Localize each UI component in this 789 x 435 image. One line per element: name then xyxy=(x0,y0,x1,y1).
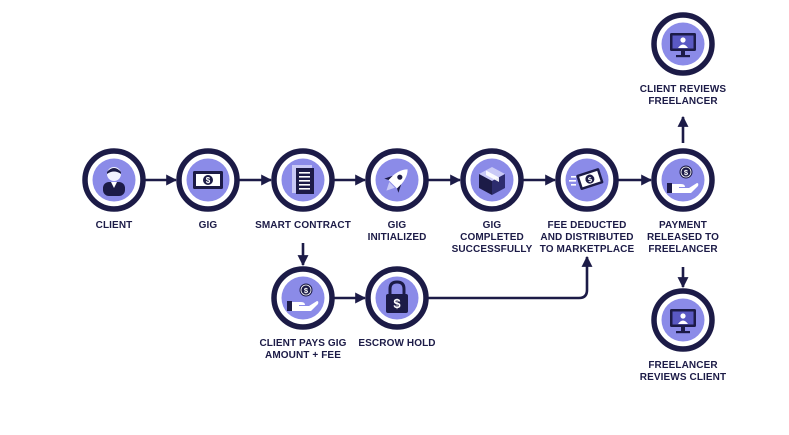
nodes-layer: $ $ $ $ $ xyxy=(82,12,715,352)
node-label-line: ESCROW HOLD xyxy=(358,338,436,349)
package-icon xyxy=(479,167,505,195)
node-payment-released: $ xyxy=(651,148,715,212)
node-label-line: CLIENT PAYS GIG xyxy=(259,338,347,349)
node-client-pays: $ xyxy=(271,266,335,330)
node-label-gig: GIG xyxy=(148,220,268,232)
document-icon xyxy=(292,165,314,194)
node-label-line: RELEASED TO xyxy=(646,232,720,243)
flying-money-icon: $ xyxy=(569,168,604,190)
node-fill xyxy=(661,158,705,202)
node-label-line: CLIENT REVIEWS xyxy=(639,84,727,95)
node-label-line: GIG xyxy=(387,220,407,231)
node-label-line: AMOUNT + FEE xyxy=(265,350,341,361)
node-smart-contract xyxy=(271,148,335,212)
node-label-line: FEE DEDUCTED xyxy=(547,220,627,231)
node-label-line: CLIENT xyxy=(95,220,133,231)
node-client xyxy=(82,148,146,212)
monitor-user-icon xyxy=(670,33,696,58)
node-label-smart-contract: SMART CONTRACT xyxy=(243,220,363,232)
node-label-line: FREELANCER xyxy=(648,244,718,255)
node-freelancer-reviews xyxy=(651,288,715,352)
node-label-line: TO MARKETPLACE xyxy=(539,244,635,255)
svg-text:$: $ xyxy=(304,286,309,295)
node-label-line: GIG xyxy=(198,220,218,231)
person-icon xyxy=(103,167,125,196)
svg-text:$: $ xyxy=(684,168,689,177)
node-escrow-hold: $ xyxy=(365,266,429,330)
node-gig: $ xyxy=(176,148,240,212)
node-label-line: REVIEWS CLIENT xyxy=(639,372,727,383)
arrow-escrow-hold-to-fee-deducted xyxy=(428,255,593,300)
svg-text:$: $ xyxy=(587,177,593,185)
node-label-line: FREELANCER xyxy=(648,96,718,107)
node-gig-completed xyxy=(460,148,524,212)
node-label-line: SUCCESSFULLY xyxy=(451,244,533,255)
padlock-dollar-icon: $ xyxy=(386,280,408,313)
node-label-line: COMPLETED xyxy=(460,232,524,243)
node-gig-initialized xyxy=(365,148,429,212)
edges-layer xyxy=(145,115,689,304)
banknote-icon: $ xyxy=(193,171,223,189)
node-label-line: PAYMENT xyxy=(659,220,707,231)
node-label-line: SMART CONTRACT xyxy=(255,220,351,231)
node-label-client: CLIENT xyxy=(54,220,174,232)
node-label-line: INITIALIZED xyxy=(367,232,427,243)
node-client-reviews xyxy=(651,12,715,76)
node-label-line: FREELANCER xyxy=(648,360,718,371)
monitor-user-icon xyxy=(670,309,696,334)
svg-text:$: $ xyxy=(393,296,401,311)
hand-coin-icon: $ xyxy=(667,165,699,193)
svg-text:$: $ xyxy=(206,176,211,185)
node-label-line: AND DISTRIBUTED xyxy=(540,232,634,243)
node-label-line: GIG xyxy=(482,220,502,231)
node-fee-deducted: $ xyxy=(555,148,619,212)
hand-coin-icon: $ xyxy=(287,283,319,311)
node-label-escrow-hold: ESCROW HOLD xyxy=(337,338,457,350)
node-fill xyxy=(281,276,325,320)
